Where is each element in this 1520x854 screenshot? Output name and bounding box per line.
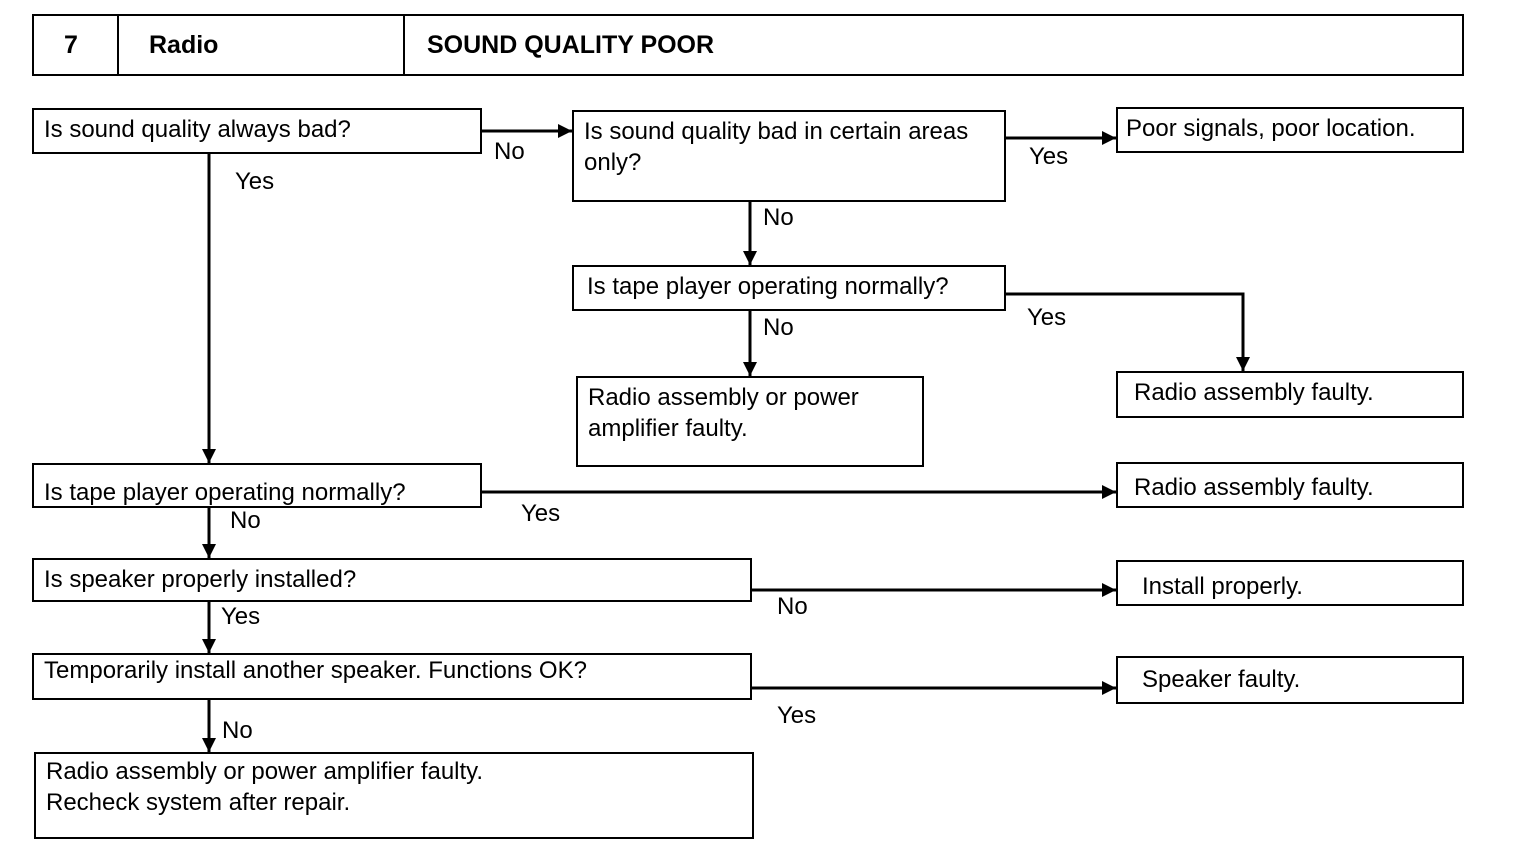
label-temp-speaker-yes: Yes (777, 702, 817, 729)
label-tape-upper-yes: Yes (1027, 304, 1067, 331)
label-speaker-installed-no: No (777, 593, 808, 620)
label-tape-lower-no: No (230, 507, 261, 534)
label-always-bad-no: No (494, 138, 525, 165)
question-speaker-installed: Is speaker properly installed? (32, 558, 752, 602)
page-title: SOUND QUALITY POOR (427, 30, 715, 59)
question-always-bad: Is sound quality always bad? (32, 108, 482, 154)
question-temp-speaker: Temporarily install another speaker. Fun… (32, 653, 752, 700)
question-certain-areas: Is sound quality bad in certain areas on… (572, 110, 1006, 202)
result-radio-or-amp-upper: Radio assembly or power amplifier faulty… (576, 376, 924, 467)
question-tape-normal-lower: Is tape player operating normally? (32, 463, 482, 508)
header-bar: 7 Radio SOUND QUALITY POOR (32, 14, 1464, 76)
question-tape-normal-upper: Is tape player operating normally? (572, 265, 1006, 311)
label-speaker-installed-yes: Yes (221, 603, 261, 630)
result-install-properly: Install properly. (1116, 560, 1464, 606)
label-tape-upper-no: No (763, 314, 794, 341)
result-poor-signals: Poor signals, poor location. (1116, 107, 1464, 153)
label-always-bad-yes: Yes (235, 168, 275, 195)
result-radio-faulty-upper: Radio assembly faulty. (1116, 371, 1464, 418)
section-number: 7 (34, 16, 119, 74)
result-final-line-2: Recheck system after repair. (46, 789, 351, 816)
result-final-line-1: Radio assembly or power amplifier faulty… (46, 758, 484, 785)
result-radio-faulty-lower: Radio assembly faulty. (1116, 462, 1464, 508)
label-certain-areas-no: No (763, 204, 794, 231)
result-final: Radio assembly or power amplifier faulty… (34, 752, 754, 839)
result-speaker-faulty: Speaker faulty. (1116, 656, 1464, 704)
label-certain-areas-yes: Yes (1029, 143, 1069, 170)
label-tape-lower-yes: Yes (521, 500, 561, 527)
system-name: Radio (119, 16, 405, 74)
label-temp-speaker-no: No (222, 717, 253, 744)
edge-tape-upper-yes (1006, 292, 1250, 371)
